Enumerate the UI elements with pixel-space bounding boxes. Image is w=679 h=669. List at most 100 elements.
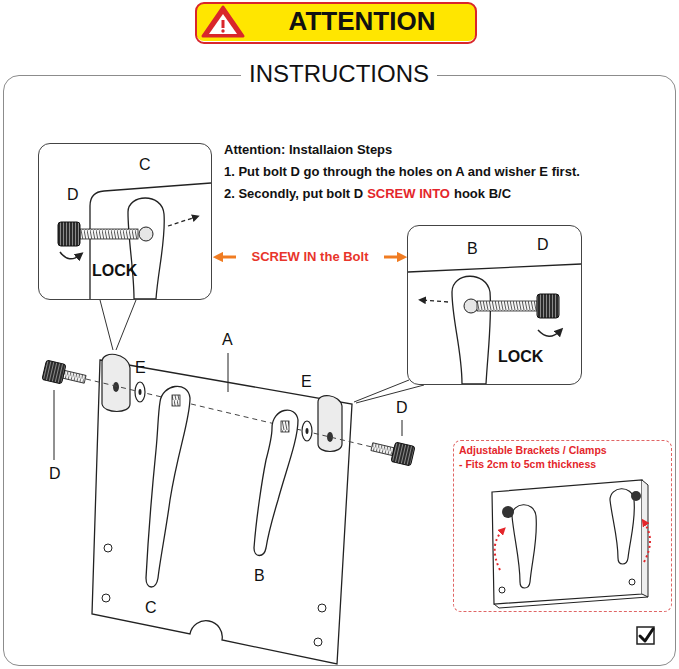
label-anchor: E: [301, 372, 312, 391]
screw-in-note: SCREW IN the Bolt: [252, 249, 369, 265]
leader-line: [228, 353, 229, 392]
mini-plate-edge: [494, 597, 648, 608]
leader-line: [402, 420, 403, 436]
label-anchor: D: [49, 464, 61, 483]
hook-b: [254, 410, 298, 555]
leader-line: [54, 390, 55, 460]
text-anchor: Adjustable Brackets / Clamps: [459, 444, 607, 457]
part-letter: D: [49, 464, 61, 483]
label-anchor: B: [254, 566, 265, 585]
attention-banner: ATTENTION: [195, 2, 477, 44]
plate-hole: [318, 604, 326, 612]
label-anchor: SCREW INTO: [367, 186, 450, 202]
banner-title: ATTENTION: [289, 6, 436, 37]
label-anchor: 2. Secondly, put bolt D: [224, 186, 363, 202]
step-text: 1. Put bolt D go through the holes on A …: [224, 164, 580, 180]
label-anchor: A: [222, 330, 233, 349]
washer: [302, 421, 312, 441]
bolt: [42, 360, 87, 389]
motion-arrow: [168, 217, 196, 226]
washer-hole: [139, 389, 142, 395]
adjust-arrow: [644, 522, 650, 562]
note-heading: Adjustable Brackets / Clamps: [459, 444, 607, 457]
detail-inset: D C LOCK: [38, 143, 212, 300]
lock-label: LOCK: [498, 347, 543, 366]
direction-arrow: [218, 256, 236, 259]
part-letter: D: [67, 185, 79, 204]
warning-triangle-inner: [209, 14, 237, 34]
text-anchor: INSTRUCTIONS: [241, 60, 437, 89]
part-letter: B: [467, 239, 478, 258]
bolt-knob: [537, 294, 559, 318]
plate-hole: [104, 544, 112, 552]
label-anchor: C: [145, 598, 157, 617]
bolt-thread: [63, 370, 86, 383]
part-letter: B: [254, 566, 265, 585]
part-letter: C: [145, 598, 157, 617]
part-letter: D: [537, 235, 549, 254]
plate-hole: [499, 587, 505, 593]
washer-hole: [306, 428, 309, 434]
part-letter: D: [396, 398, 408, 417]
washer: [135, 382, 145, 402]
plate-hole: [102, 594, 110, 602]
step-emphasis: SCREW INTO: [367, 186, 450, 202]
hook-b: [452, 276, 491, 384]
text-anchor: B: [467, 239, 478, 258]
hook-insert: [281, 421, 289, 432]
inset-leader: [116, 300, 136, 350]
bolt-knob: [58, 222, 80, 246]
mini-plate: [492, 480, 642, 604]
rotate-arrow: [60, 252, 80, 259]
bolt-thread: [371, 443, 394, 456]
mini-knob: [502, 506, 514, 518]
part-letter: E: [301, 372, 312, 391]
text-anchor: D: [537, 235, 549, 254]
label-anchor: Attention: Installaion Steps: [224, 142, 392, 158]
plate-ear: [102, 354, 130, 411]
label-anchor: 1. Put bolt D go through the holes on A …: [224, 164, 580, 180]
hook-hole: [464, 299, 478, 313]
bolt-thread: [80, 229, 138, 239]
text-anchor: LOCK: [498, 347, 543, 366]
plate-edge: [408, 264, 581, 272]
check-mark: [640, 629, 653, 641]
note-box: Adjustable Brackets / Clamps- Fits 2cm t…: [453, 440, 672, 612]
bolt-thread: [477, 301, 537, 311]
hook-hole: [139, 227, 153, 241]
note-text: - Fits 2cm to 5cm thickness: [459, 458, 596, 471]
text-anchor: C: [139, 155, 151, 174]
hook-c: [146, 386, 190, 587]
check-box: [637, 627, 654, 644]
ear-hole: [113, 382, 119, 392]
motion-arrow: [422, 300, 448, 302]
part-letter: E: [135, 358, 146, 377]
hook-insert: [172, 395, 180, 406]
mini-knob: [631, 491, 641, 501]
text-anchor: D: [67, 185, 79, 204]
plate-hole: [629, 579, 635, 585]
lock-label: LOCK: [92, 261, 137, 280]
label-anchor: hook B/C: [454, 186, 511, 202]
inset-leader: [356, 385, 424, 403]
bolt: [370, 437, 415, 466]
plate-hole: [314, 638, 322, 646]
hook-c: [128, 198, 164, 299]
rotate-arrow: [538, 330, 560, 336]
banner-fill: [196, 3, 476, 41]
plate-edge: [90, 183, 211, 299]
detail-inset: B D LOCK: [407, 225, 582, 385]
mini-hook: [512, 505, 536, 588]
text-anchor: ATTENTION: [289, 6, 436, 37]
plate-ear: [318, 396, 342, 452]
direction-arrow: [384, 256, 402, 259]
exclamation-dot: [221, 29, 224, 32]
assembly-axis: [86, 379, 372, 447]
part-letter: A: [222, 330, 233, 349]
instructions-panel: D C LOCK B D LOCK Adjustable Brackets / Clamps…: [3, 75, 676, 666]
adjust-arrow: [495, 530, 503, 570]
label-anchor: D: [396, 398, 408, 417]
